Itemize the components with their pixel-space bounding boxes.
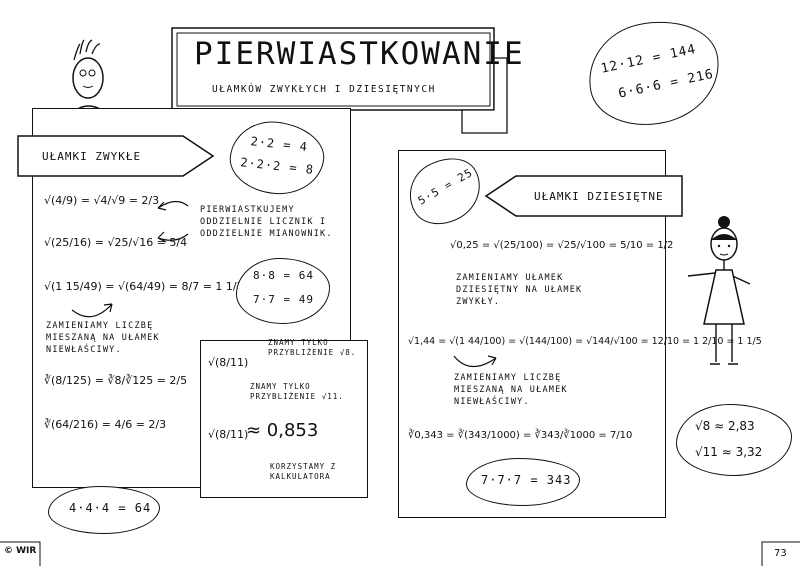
cloud-text: 7·7·7 = 343 — [481, 473, 572, 487]
note-przyblizenie-11: ZNAMY TYLKO PRZYBLIŻENIE √11. — [250, 382, 344, 401]
cloud-line-1: 8·8 = 64 — [253, 269, 314, 282]
page-subtitle: UŁAMKÓW ZWYKŁYCH I DZIESIĘTNYCH — [212, 84, 436, 95]
cloud-line-2: 7·7 = 49 — [253, 293, 314, 306]
cloud-line-2: 2·2·2 = 8 — [239, 155, 315, 177]
page-title: PIERWIASTKOWANIE — [194, 36, 525, 72]
note-pierwiastkujemy: PIERWIASTKUJEMY ODDZIELNIE LICZNIK I ODD… — [200, 205, 333, 239]
title-ribbon-shape — [171, 27, 508, 134]
approx-sqrt-8: √8 ≈ 2,83 — [695, 419, 755, 433]
approx-box — [200, 340, 368, 498]
approx-sqrt-11: √11 ≈ 3,32 — [695, 445, 763, 459]
cloud-line-1: 2·2 = 4 — [249, 134, 309, 155]
page-number: 73 — [774, 548, 787, 559]
equation-8-11: √(8/11) — [208, 356, 249, 369]
copyright-text: © WIR — [4, 546, 37, 556]
cloud-4-cubed: 4·4·4 = 64 — [48, 486, 160, 534]
curved-arrow-icon — [71, 303, 113, 318]
cloud-7-cubed: 7·7·7 = 343 — [466, 458, 580, 506]
note-liczba-mieszana-2: ZAMIENIAMY LICZBĘ MIESZANĄ NA UŁAMEK NIE… — [454, 373, 568, 407]
cloud-squares-cubes: 12·12 = 144 6·6·6 = 216 — [578, 9, 730, 137]
cloud-text: 4·4·4 = 64 — [69, 501, 152, 515]
banner-arrow-right — [484, 175, 683, 217]
approx-result: ≈ 0,853 — [246, 420, 319, 441]
note-ulamek-dziesietny: ZAMIENIAMY UŁAMEK DZIESIĘTNY NA UŁAMEK Z… — [456, 273, 583, 307]
curved-arrow-icon — [453, 355, 497, 368]
cloud-64-49: 8·8 = 64 7·7 = 49 — [236, 258, 330, 324]
equation-25-16: √(25/16) = √25/√16 = 5/4 — [44, 236, 188, 249]
footer-corners — [0, 541, 800, 566]
banner-arrow-left — [17, 135, 215, 177]
equation-0-25: √0,25 = √(25/100) = √25/√100 = 5/10 = 1/… — [450, 240, 674, 251]
girl-figure-icon — [687, 216, 751, 365]
note-kalkulator: KORZYSTAMY Z KALKULATORA — [270, 462, 337, 481]
banner-ulamki-dziesietne: UŁAMKI DZIESIĘTNE — [534, 190, 664, 203]
equation-64-216: ∛(64/216) = 4/6 = 2/3 — [44, 418, 167, 431]
cloud-line-1: 12·12 = 144 — [599, 41, 698, 77]
cloud-line-2: 6·6·6 = 216 — [617, 66, 716, 102]
equation-8-125: ∛(8/125) = ∛8/∛125 = 2/5 — [44, 374, 188, 387]
banner-ulamki-zwykle: UŁAMKI ZWYKŁE — [42, 150, 142, 163]
note-przyblizenie-8: ZNAMY TYLKO PRZYBLIŻENIE √8. — [268, 338, 357, 357]
cloud-approx-roots: √8 ≈ 2,83 √11 ≈ 3,32 — [676, 404, 792, 476]
equation-1-44: √1,44 = √(1 44/100) = √(144/100) = √144/… — [408, 336, 762, 347]
note-liczba-mieszana: ZAMIENIAMY LICZBĘ MIESZANĄ NA UŁAMEK NIE… — [46, 321, 160, 355]
curved-arrows-icon — [157, 200, 189, 243]
title-banner: PIERWIASTKOWANIE UŁAMKÓW ZWYKŁYCH I DZIE… — [171, 27, 523, 134]
cloud-text: 5·5 = 25 — [415, 165, 476, 208]
equation-0-343: ∛0,343 = ∛(343/1000) = ∛343/∛1000 = 7/10 — [408, 430, 633, 441]
equation-4-9: √(4/9) = √4/√9 = 2/3 — [44, 194, 160, 207]
equation-8-11-approx: √(8/11) — [208, 428, 249, 441]
equation-1-15-49: √(1 15/49) = √(64/49) = 8/7 = 1 1/7 — [44, 280, 244, 293]
